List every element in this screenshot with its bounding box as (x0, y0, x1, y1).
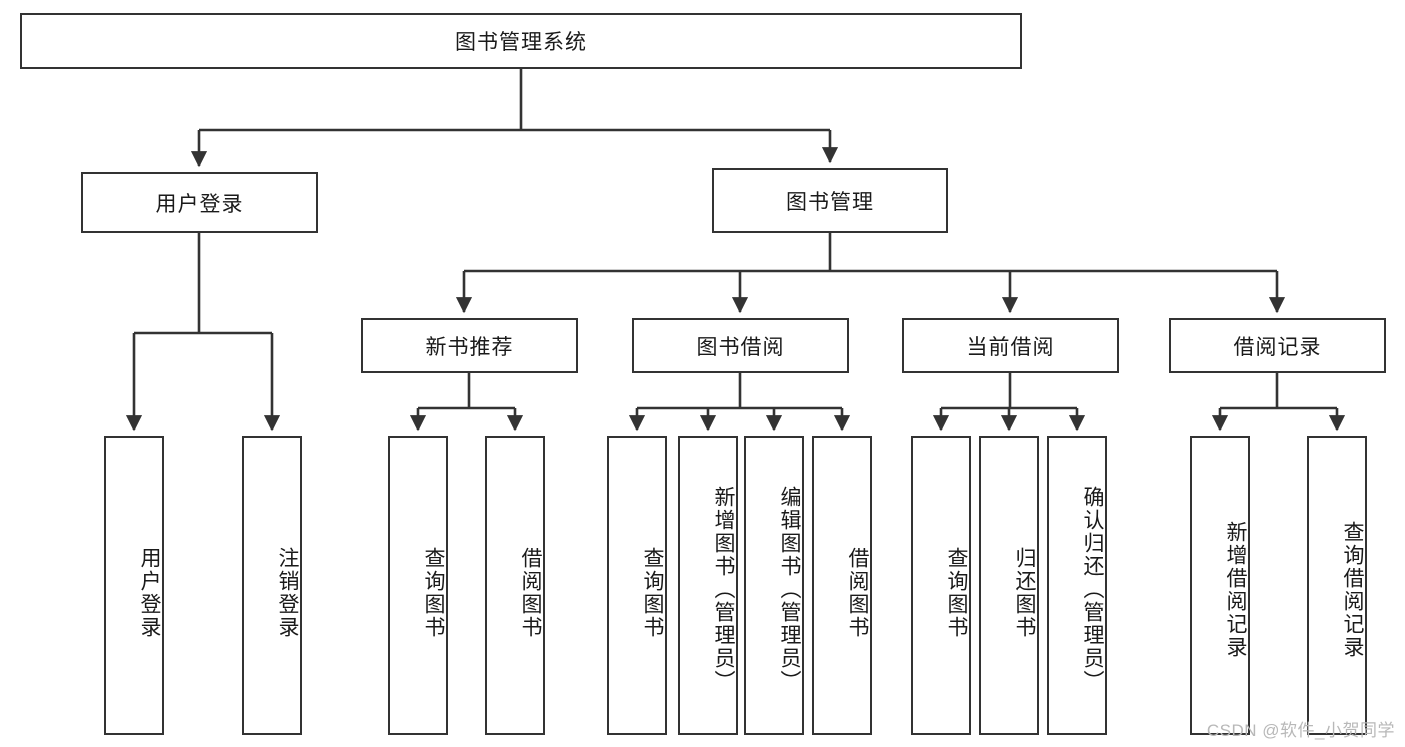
leaf-logout-login[interactable]: 注销登录 (242, 436, 302, 735)
node-new-book-rec[interactable]: 新书推荐 (361, 318, 578, 373)
node-current-borrow[interactable]: 当前借阅 (902, 318, 1119, 373)
leaf-confirm-return[interactable]: 确认归还（管理员） (1047, 436, 1107, 735)
node-book-manage[interactable]: 图书管理 (712, 168, 948, 233)
leaf-query-record[interactable]: 查询借阅记录 (1307, 436, 1367, 735)
node-root[interactable]: 图书管理系统 (20, 13, 1022, 69)
watermark: CSDN @软件_小贺同学 (1206, 721, 1395, 740)
leaf-borrow-book-1[interactable]: 借阅图书 (485, 436, 545, 735)
leaf-return-book[interactable]: 归还图书 (979, 436, 1039, 735)
node-borrow-record[interactable]: 借阅记录 (1169, 318, 1386, 373)
leaf-query-book-2[interactable]: 查询图书 (607, 436, 667, 735)
leaf-query-book-3[interactable]: 查询图书 (911, 436, 971, 735)
leaf-user-login[interactable]: 用户登录 (104, 436, 164, 735)
node-user-login[interactable]: 用户登录 (81, 172, 318, 233)
node-book-borrow[interactable]: 图书借阅 (632, 318, 849, 373)
leaf-add-book[interactable]: 新增图书（管理员） (678, 436, 738, 735)
leaf-edit-book[interactable]: 编辑图书（管理员） (744, 436, 804, 735)
leaf-query-book-1[interactable]: 查询图书 (388, 436, 448, 735)
leaf-borrow-book-2[interactable]: 借阅图书 (812, 436, 872, 735)
leaf-add-record[interactable]: 新增借阅记录 (1190, 436, 1250, 735)
